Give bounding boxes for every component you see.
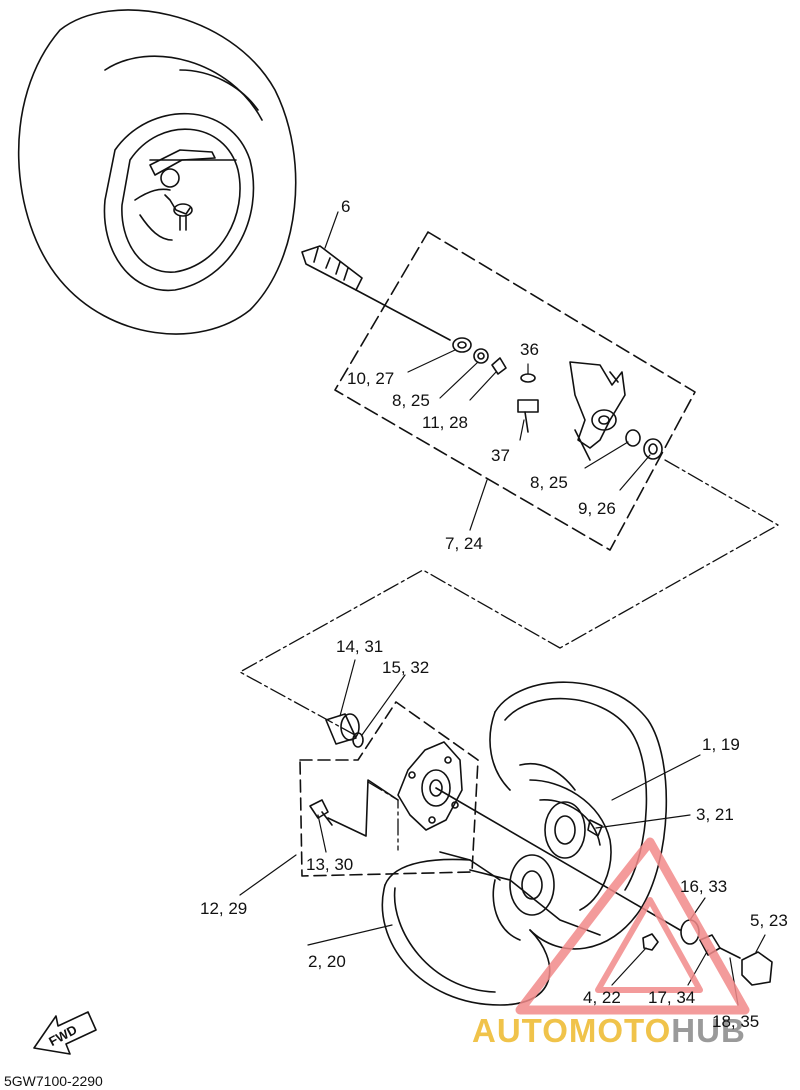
label-part-16-33: 16, 33 <box>680 877 728 896</box>
watermark-text: AUTOMOTOHUB <box>472 1012 746 1050</box>
upper-seals-bearings <box>452 337 663 460</box>
label-part-14-31: 14, 31 <box>336 637 384 656</box>
hub-cap <box>741 951 773 986</box>
label-part-15-32: 15, 32 <box>382 658 430 677</box>
watermark-part2: HUB <box>671 1012 746 1049</box>
watermark-logo-icon <box>515 837 750 1015</box>
label-part-18-35: 18, 35 <box>712 1012 760 1031</box>
label-part-5-23: 5, 23 <box>750 911 788 930</box>
label-part-10-27: 10, 27 <box>347 369 395 388</box>
label-part-37: 37 <box>491 446 510 465</box>
label-part-17-34: 17, 34 <box>648 988 696 1007</box>
collar-and-oring <box>325 713 364 748</box>
steering-knuckle <box>569 361 626 461</box>
diagram-code: 5GW7100-2290 <box>4 1073 103 1089</box>
callout-leaders <box>239 211 766 1006</box>
label-part-2-20: 2, 20 <box>308 952 346 971</box>
label-part-3-21: 3, 21 <box>696 805 734 824</box>
lower-wheel-assembly <box>381 681 668 1006</box>
label-part-8-25-upper: 8, 25 <box>392 391 430 410</box>
watermark-part1: AUTOMOTO <box>472 1012 672 1049</box>
front-axle-spindle <box>301 245 451 341</box>
forward-direction-arrow <box>33 1011 97 1055</box>
group-outline-hub <box>299 701 479 877</box>
label-part-6: 6 <box>341 197 351 216</box>
group-outline-knuckle <box>334 231 696 551</box>
label-part-7-24: 7, 24 <box>445 534 483 553</box>
assembled-wheel-top <box>17 9 297 335</box>
label-part-8-25-lower: 8, 25 <box>530 473 568 492</box>
label-part-9-26: 9, 26 <box>578 499 616 518</box>
wheel-hub-flange <box>397 741 681 931</box>
wheel-nut <box>642 933 659 951</box>
label-part-36: 36 <box>520 340 539 359</box>
label-part-13-30: 13, 30 <box>306 855 354 874</box>
assembly-leader-lines <box>239 459 779 851</box>
label-part-1-19: 1, 19 <box>702 735 740 754</box>
label-part-4-22: 4, 22 <box>583 988 621 1007</box>
label-part-12-29: 12, 29 <box>200 899 248 918</box>
wheel-stud-bolt <box>309 779 399 837</box>
label-part-11-28: 11, 28 <box>422 413 469 432</box>
